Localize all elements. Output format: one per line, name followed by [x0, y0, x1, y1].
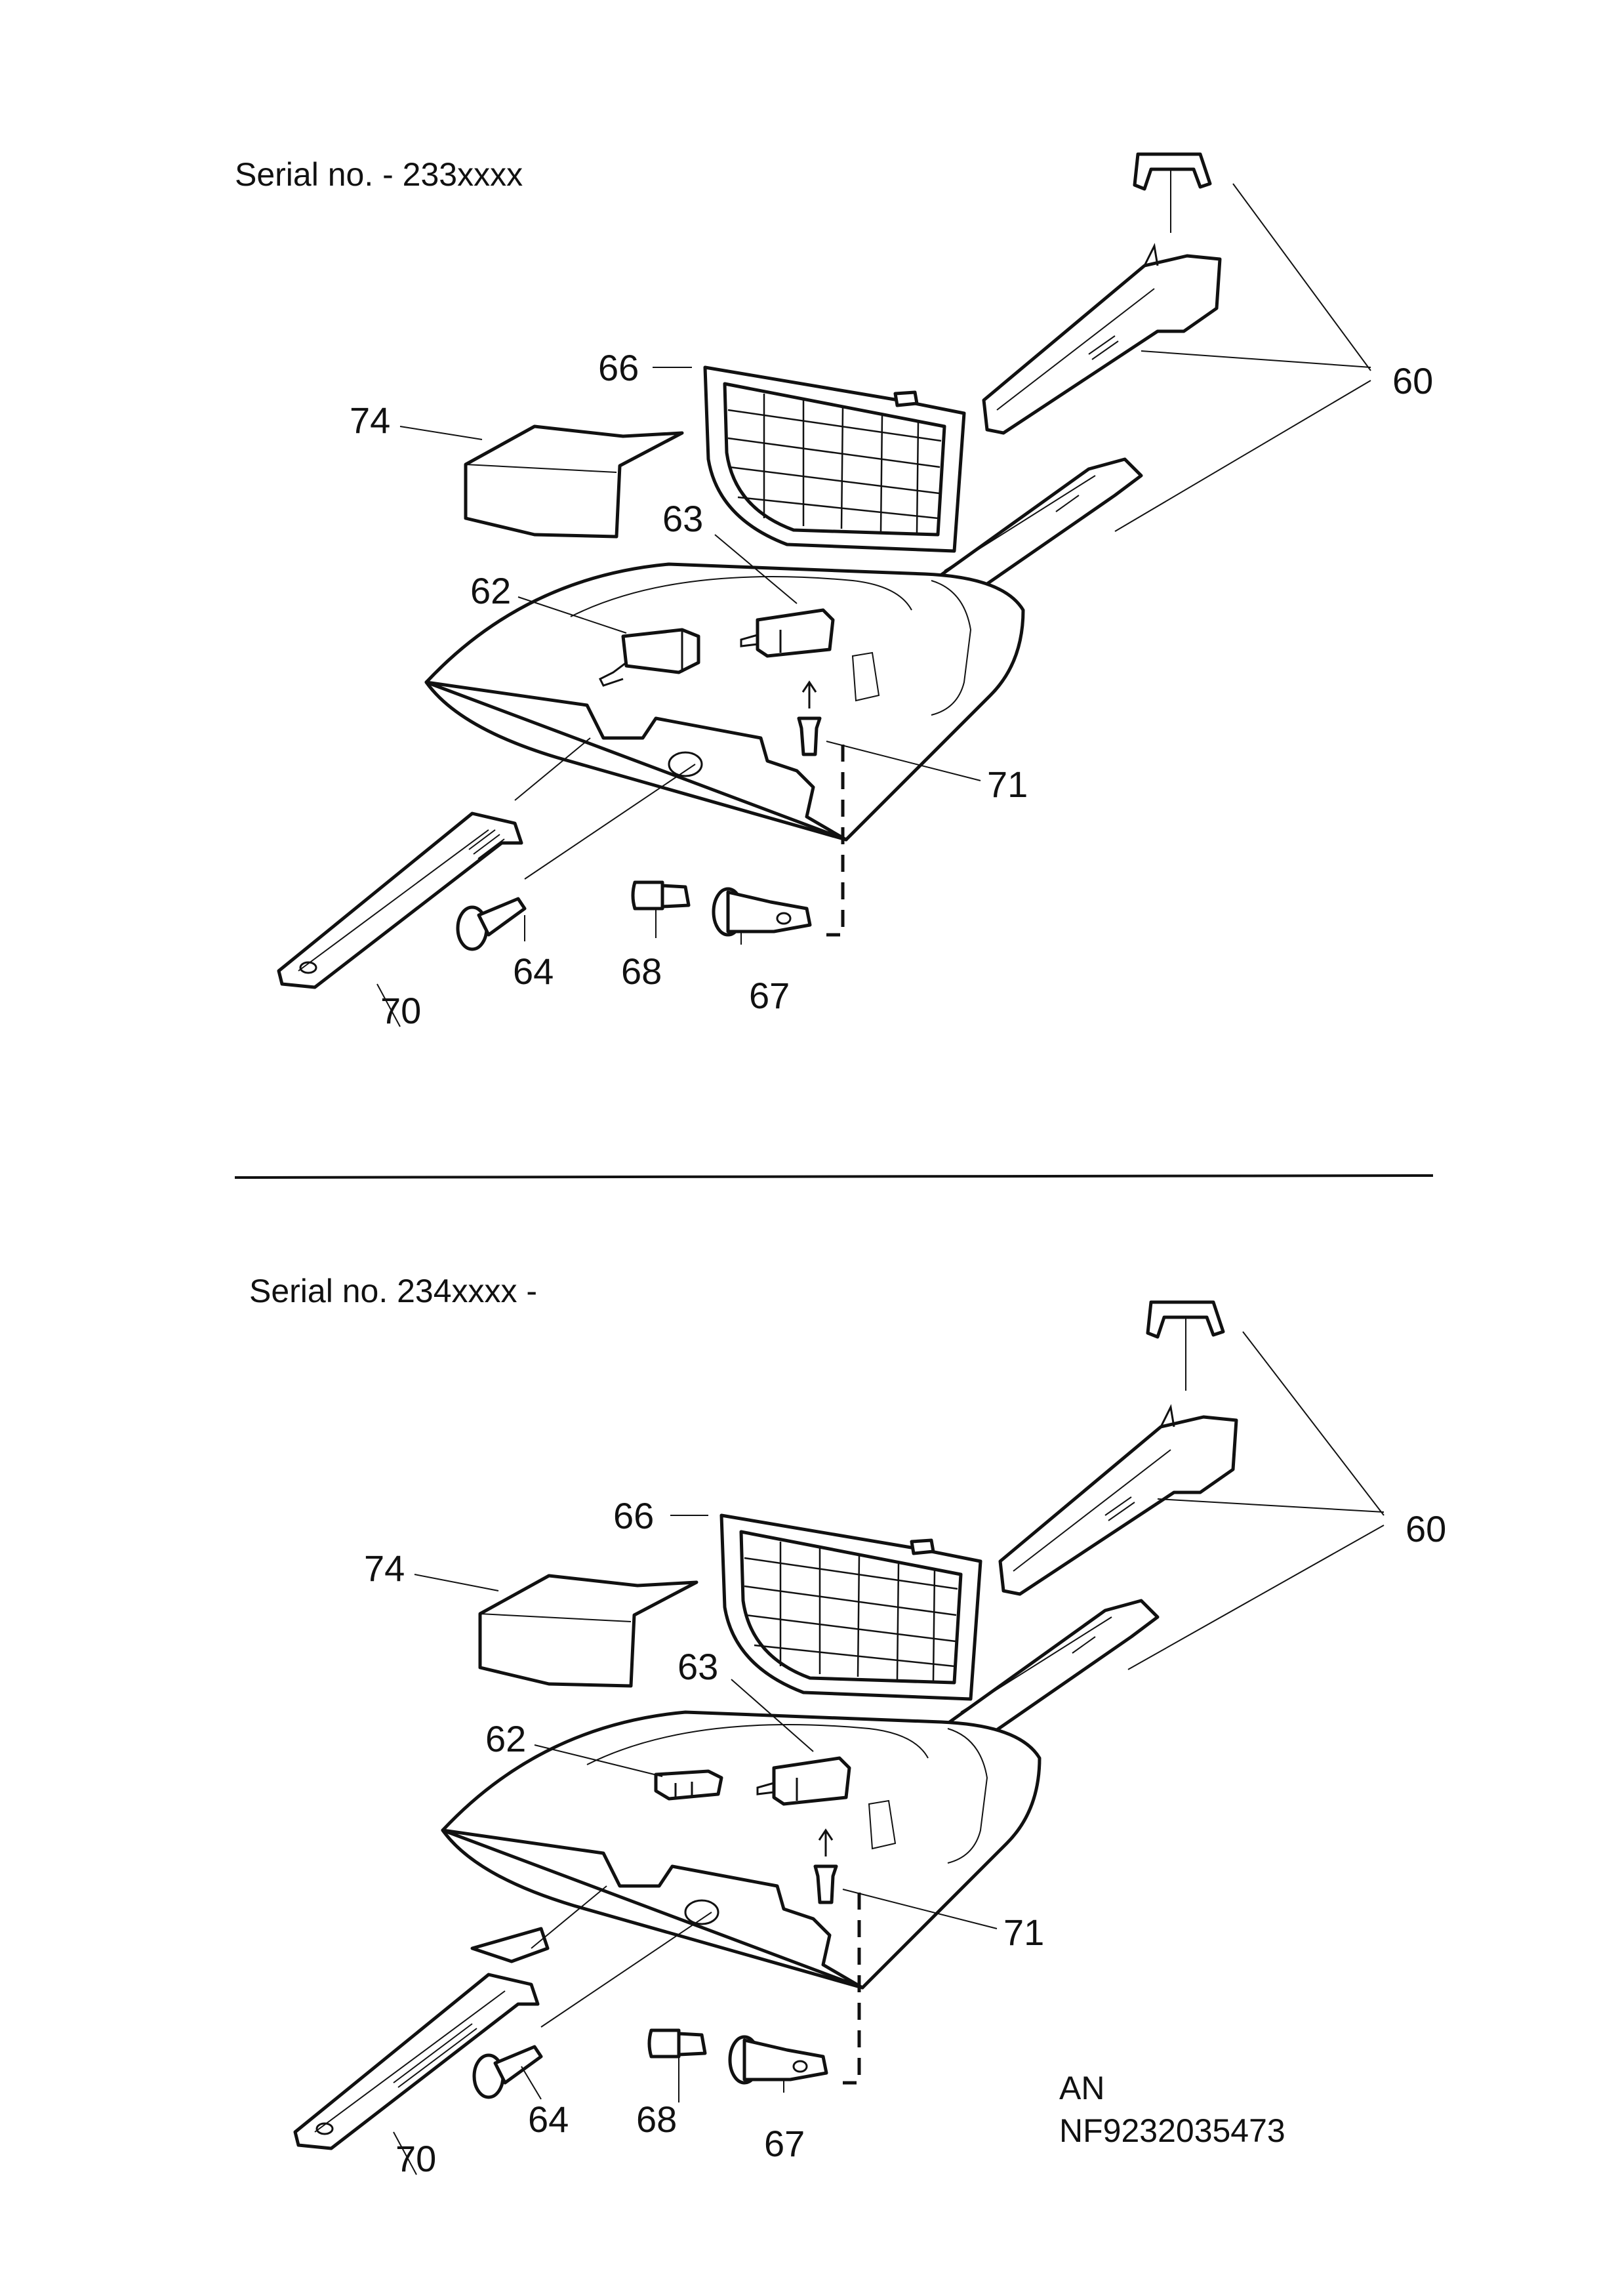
top-callout-67: 67: [749, 975, 790, 1016]
bottom-callout-63: 63: [678, 1646, 718, 1687]
top-part-66-filter-grille: [703, 365, 966, 553]
top-part-60-clip: [1133, 152, 1212, 233]
top-callout-71: 71: [987, 764, 1028, 805]
top-section: Serial no. - 233xxxx: [235, 152, 1433, 1031]
bottom-part-63-switch: [756, 1756, 851, 1806]
top-part-60-upper-rail: [982, 243, 1222, 435]
bottom-serial-number: Serial no. 234xxxx -: [249, 1273, 537, 1309]
bottom-part-67-lamp-socket: [728, 2035, 828, 2085]
bottom-callout-67: 67: [764, 2123, 805, 2164]
top-callouts: 60 66 74 63 62 71 64 68 67 70: [350, 347, 1433, 1031]
top-part-62-switch: [598, 628, 700, 687]
top-callout-62: 62: [470, 570, 511, 611]
bottom-callout-74: 74: [364, 1548, 405, 1589]
top-part-67-lamp-socket: [712, 887, 812, 937]
bottom-part-62-switch: [654, 1769, 723, 1801]
bottom-callout-68: 68: [636, 2099, 677, 2140]
top-callout-63: 63: [662, 498, 703, 539]
bottom-base-tray: [441, 1710, 1042, 1990]
bottom-part-66-filter-grille: [719, 1513, 982, 1701]
bottom-callout-62: 62: [485, 1718, 526, 1759]
bottom-part-60-clip: [1146, 1300, 1225, 1391]
bottom-callout-71: 71: [1003, 1912, 1044, 1953]
bottom-callout-60: 60: [1406, 1508, 1446, 1549]
footer-code-line-2: NF9232035473: [1059, 2112, 1285, 2149]
bottom-part-60-upper-rail: [998, 1404, 1238, 1596]
bottom-callout-64: 64: [528, 2099, 569, 2140]
top-callout-64: 64: [513, 951, 554, 992]
top-serial-number: Serial no. - 233xxxx: [235, 156, 523, 193]
top-assembly-line-67: [826, 745, 845, 937]
footer-code-line-1: AN: [1059, 2070, 1104, 2106]
top-callout-68: 68: [621, 951, 662, 992]
bottom-leader-lines: [393, 1331, 1385, 2175]
top-part-71-pin: [797, 680, 822, 756]
top-base-tray: [424, 562, 1025, 842]
bottom-callout-66: 66: [613, 1495, 654, 1536]
bottom-part-70-slide-rail: [293, 1927, 550, 2150]
top-part-63-switch: [740, 608, 835, 658]
top-callout-70: 70: [380, 990, 421, 1031]
bottom-callouts: 60 66 74 63 62 71 64 68 67 70: [364, 1495, 1446, 2179]
top-leader-lines: [376, 183, 1371, 1027]
bottom-section: Serial no. 234xxxx -: [249, 1273, 1446, 2179]
section-divider: [234, 1174, 1434, 1179]
bottom-part-71-pin: [813, 1828, 838, 1904]
top-part-70-slide-rail: [277, 811, 523, 989]
bottom-part-68-plug: [647, 2028, 707, 2059]
top-callout-66: 66: [598, 347, 639, 388]
bottom-part-74-cover: [478, 1574, 698, 1688]
top-callout-60: 60: [1392, 360, 1433, 401]
bottom-callout-70: 70: [395, 2138, 436, 2179]
bottom-part-64-knob: [472, 2045, 543, 2099]
top-callout-74: 74: [350, 400, 390, 441]
top-part-64-knob: [456, 897, 527, 951]
top-part-68-plug: [631, 880, 691, 911]
bottom-assembly-line-67: [843, 1893, 861, 2085]
top-part-74-cover: [464, 424, 684, 539]
